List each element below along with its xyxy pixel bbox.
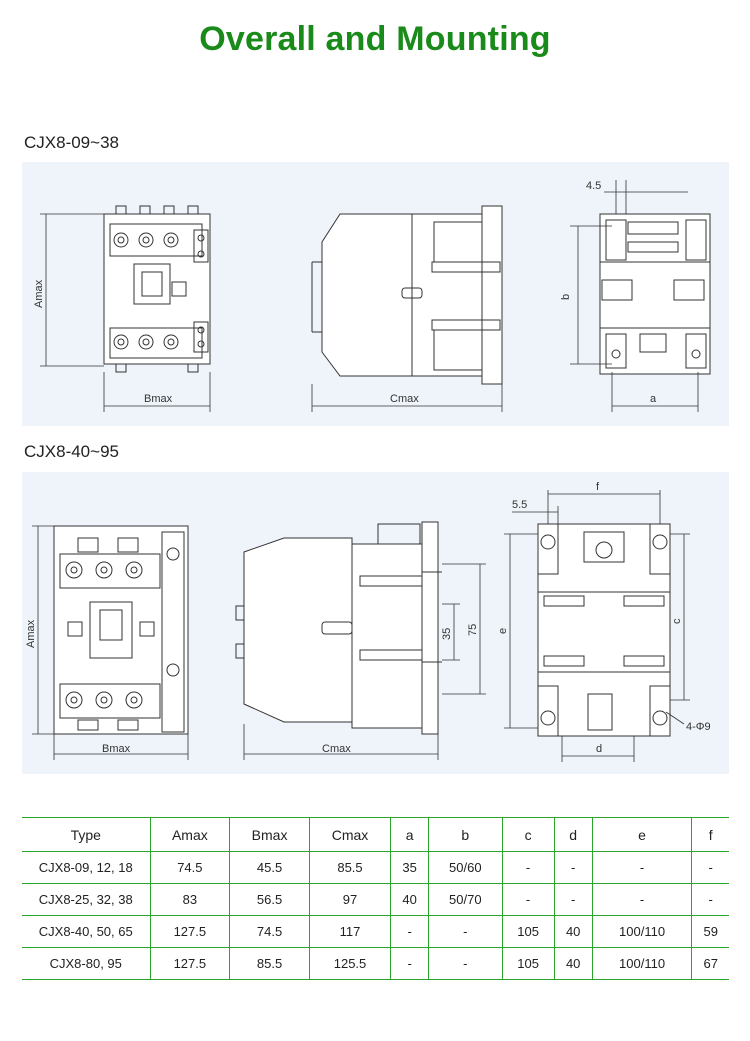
cell-c: 105: [501, 947, 555, 980]
table-row: CJX8-80, 95 127.5 85.5 125.5 - - 105 40 …: [22, 947, 729, 980]
drawing-cjx8-40-95: Amax Bmax Cmax 35 75 e f c d 5.5 4-Φ9: [25, 481, 711, 762]
cell-amax: 127.5: [149, 915, 230, 948]
dim-holes: 4-Φ9: [686, 721, 711, 733]
cell-amax: 83: [149, 883, 230, 916]
cell-b: -: [428, 947, 502, 980]
cell-e: 100/110: [591, 915, 692, 948]
side-view-small: [311, 205, 503, 385]
table-row: CJX8-25, 32, 38 83 56.5 97 40 50/70 - - …: [22, 883, 729, 916]
dim-75: 75: [467, 624, 479, 636]
cell-c: 105: [501, 915, 555, 948]
cell-amax: 74.5: [149, 851, 230, 884]
dim-35: 35: [441, 628, 453, 640]
cell-e: 100/110: [591, 947, 692, 980]
cell-bmax: 85.5: [229, 947, 310, 980]
cell-a: 40: [390, 883, 429, 916]
dim-cmax-large: Cmax: [322, 743, 351, 755]
header-c: c: [501, 817, 555, 852]
cell-bmax: 74.5: [229, 915, 310, 948]
dim-amax-large: Amax: [25, 619, 37, 648]
header-e: e: [591, 817, 692, 852]
dim-4-5: 4.5: [586, 180, 601, 192]
cell-d: -: [553, 883, 593, 916]
cell-d: 40: [553, 915, 593, 948]
cell-c: -: [501, 851, 555, 884]
cell-cmax: 117: [308, 915, 391, 948]
dim-b-small: b: [560, 294, 572, 300]
cell-cmax: 85.5: [308, 851, 391, 884]
header-type: Type: [22, 817, 150, 852]
drawing-panel-cjx8-40-95: Amax Bmax Cmax 35 75 e f c d 5.5 4-Φ9: [22, 472, 729, 774]
cell-type: CJX8-40, 50, 65: [22, 915, 150, 948]
header-d: d: [553, 817, 593, 852]
cell-b: 50/60: [428, 851, 502, 884]
header-amax: Amax: [149, 817, 230, 852]
cell-f: -: [691, 883, 729, 916]
mounting-view-small: [599, 213, 711, 375]
cell-amax: 127.5: [149, 947, 230, 980]
dimension-table: Type Amax Bmax Cmax a b c d e f CJX8-09,…: [22, 817, 729, 980]
cell-c: -: [501, 883, 555, 916]
cell-e: -: [591, 883, 692, 916]
header-bmax: Bmax: [229, 817, 310, 852]
dim-bmax-small: Bmax: [144, 393, 173, 405]
dim-e: e: [497, 628, 509, 634]
cell-f: -: [691, 851, 729, 884]
section-label-cjx8-09-38: CJX8-09~38: [24, 133, 119, 152]
header-a: a: [390, 817, 429, 852]
dim-f: f: [596, 481, 600, 493]
cell-f: 67: [691, 947, 729, 980]
cell-a: 35: [390, 851, 429, 884]
dim-c: c: [671, 618, 683, 624]
dim-d: d: [596, 743, 602, 755]
header-b: b: [428, 817, 502, 852]
dim-cmax-small: Cmax: [390, 393, 419, 405]
cell-b: -: [428, 915, 502, 948]
cell-type: CJX8-25, 32, 38: [22, 883, 150, 916]
dim-a-small: a: [650, 393, 657, 405]
side-view-large: [235, 521, 442, 735]
table-header-row: Type Amax Bmax Cmax a b c d e f: [22, 817, 729, 852]
mounting-view-large: [537, 523, 671, 737]
front-view-small: [103, 205, 211, 373]
cell-d: -: [553, 851, 593, 884]
cell-a: -: [390, 947, 429, 980]
cell-e: -: [591, 851, 692, 884]
dim-amax-small: Amax: [33, 279, 45, 308]
page-title: Overall and Mounting: [199, 20, 551, 58]
cell-type: CJX8-09, 12, 18: [22, 851, 150, 884]
cell-f: 59: [691, 915, 729, 948]
dim-bmax-large: Bmax: [102, 743, 131, 755]
cell-bmax: 45.5: [229, 851, 310, 884]
drawing-panel-cjx8-09-38: Amax Bmax Cmax a b 4.5: [22, 162, 729, 426]
cell-a: -: [390, 915, 429, 948]
table-row: CJX8-09, 12, 18 74.5 45.5 85.5 35 50/60 …: [22, 851, 729, 884]
cell-d: 40: [553, 947, 593, 980]
table-row: CJX8-40, 50, 65 127.5 74.5 117 - - 105 4…: [22, 915, 729, 948]
cell-cmax: 97: [308, 883, 391, 916]
header-f: f: [691, 817, 729, 852]
cell-b: 50/70: [428, 883, 502, 916]
section-label-cjx8-40-95: CJX8-40~95: [24, 442, 119, 461]
cell-bmax: 56.5: [229, 883, 310, 916]
cell-type: CJX8-80, 95: [22, 947, 150, 980]
front-view-large: [53, 525, 189, 735]
dim-5-5: 5.5: [512, 499, 527, 511]
cell-cmax: 125.5: [308, 947, 391, 980]
drawing-cjx8-09-38: Amax Bmax Cmax a b 4.5: [33, 180, 711, 412]
header-cmax: Cmax: [308, 817, 391, 852]
